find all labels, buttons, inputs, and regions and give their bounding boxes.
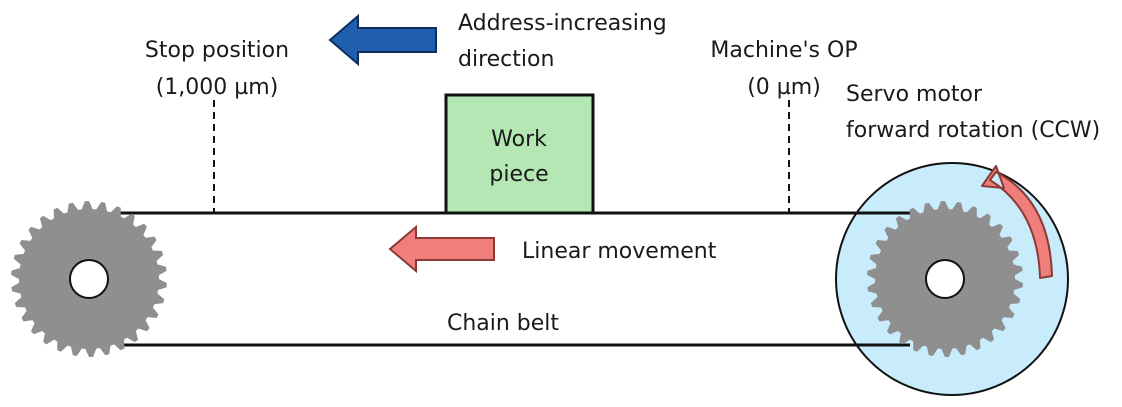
machine-op-label: Machine's OP — [710, 38, 857, 63]
chain-belt-label: Chain belt — [447, 311, 559, 336]
servo-motor-label: Servo motor — [846, 82, 983, 107]
workpiece-label-2: piece — [489, 162, 548, 187]
address-direction-arrow-icon — [328, 13, 437, 67]
workpiece-box — [444, 93, 595, 215]
linear-movement-label: Linear movement — [522, 239, 717, 264]
servo-rotation-label: forward rotation (CCW) — [846, 118, 1100, 143]
address-direction-label: Address-increasing — [458, 11, 667, 36]
address-direction-label-2: direction — [458, 47, 554, 72]
stop-position-value: (1,000 µm) — [156, 75, 279, 100]
right-gear-icon — [867, 201, 1023, 357]
stop-position-label: Stop position — [145, 38, 289, 63]
gear-hub-hole — [925, 259, 965, 299]
rotation-arrow-icon — [981, 165, 1053, 279]
gear-hub-hole — [69, 259, 109, 299]
workpiece-label: Work — [491, 127, 547, 152]
left-gear-icon — [11, 201, 167, 357]
linear-movement-arrow-icon — [388, 224, 495, 274]
machine-op-value: (0 µm) — [747, 75, 821, 100]
